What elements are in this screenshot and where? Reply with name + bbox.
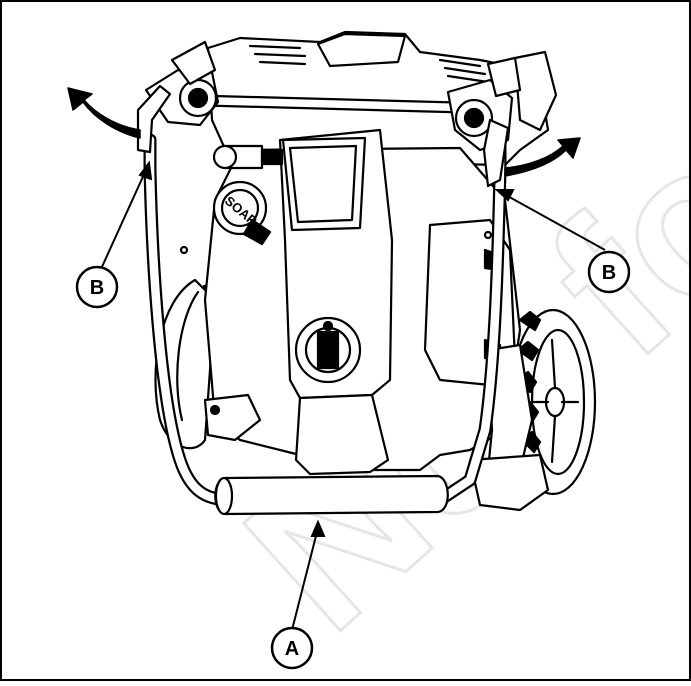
- leader-arrowhead-b-right: [494, 189, 515, 202]
- leader-arrowhead-b-left: [138, 160, 153, 181]
- right-rotate-arrow: [504, 137, 581, 177]
- left-latch: [170, 40, 217, 86]
- callout-b-left: B: [75, 265, 119, 309]
- leader-arrowhead-a: [310, 519, 326, 537]
- grip-bar: [214, 474, 449, 516]
- gun-holder-base: [468, 453, 550, 512]
- left-rotate-arrow: [67, 87, 141, 139]
- right-latch: [513, 50, 558, 132]
- right-lock-knob: [446, 78, 514, 188]
- control-panel-window: [281, 136, 367, 232]
- hose-inlet: [212, 144, 284, 170]
- left-bracket: [203, 393, 262, 442]
- pedestal: [294, 393, 390, 476]
- leader-line-a: [291, 527, 319, 631]
- top-crossbar-core: [178, 96, 484, 112]
- leader-line-b-right: [503, 193, 606, 251]
- soap-knob: SOAP: [212, 180, 272, 246]
- pressure-dial: [294, 316, 362, 384]
- left-lock-knob: [136, 68, 220, 154]
- leader-line-b-left: [100, 169, 147, 270]
- top-handle-block: [316, 32, 407, 68]
- callout-b-right: B: [587, 250, 631, 294]
- callout-a: A: [270, 626, 314, 670]
- rivet: [483, 230, 493, 240]
- callout-a-label: A: [285, 638, 299, 660]
- leader-lines: [100, 160, 606, 631]
- control-panel-inner: [288, 144, 358, 224]
- callout-b-left-label: B: [90, 277, 104, 299]
- rivet: [179, 245, 189, 255]
- machine-body: SOAP: [136, 30, 597, 516]
- right-latch-clip: [486, 56, 522, 98]
- callout-b-right-label: B: [602, 262, 616, 284]
- top-vent-ribs: [248, 44, 490, 84]
- handle-frame-core: [145, 135, 505, 505]
